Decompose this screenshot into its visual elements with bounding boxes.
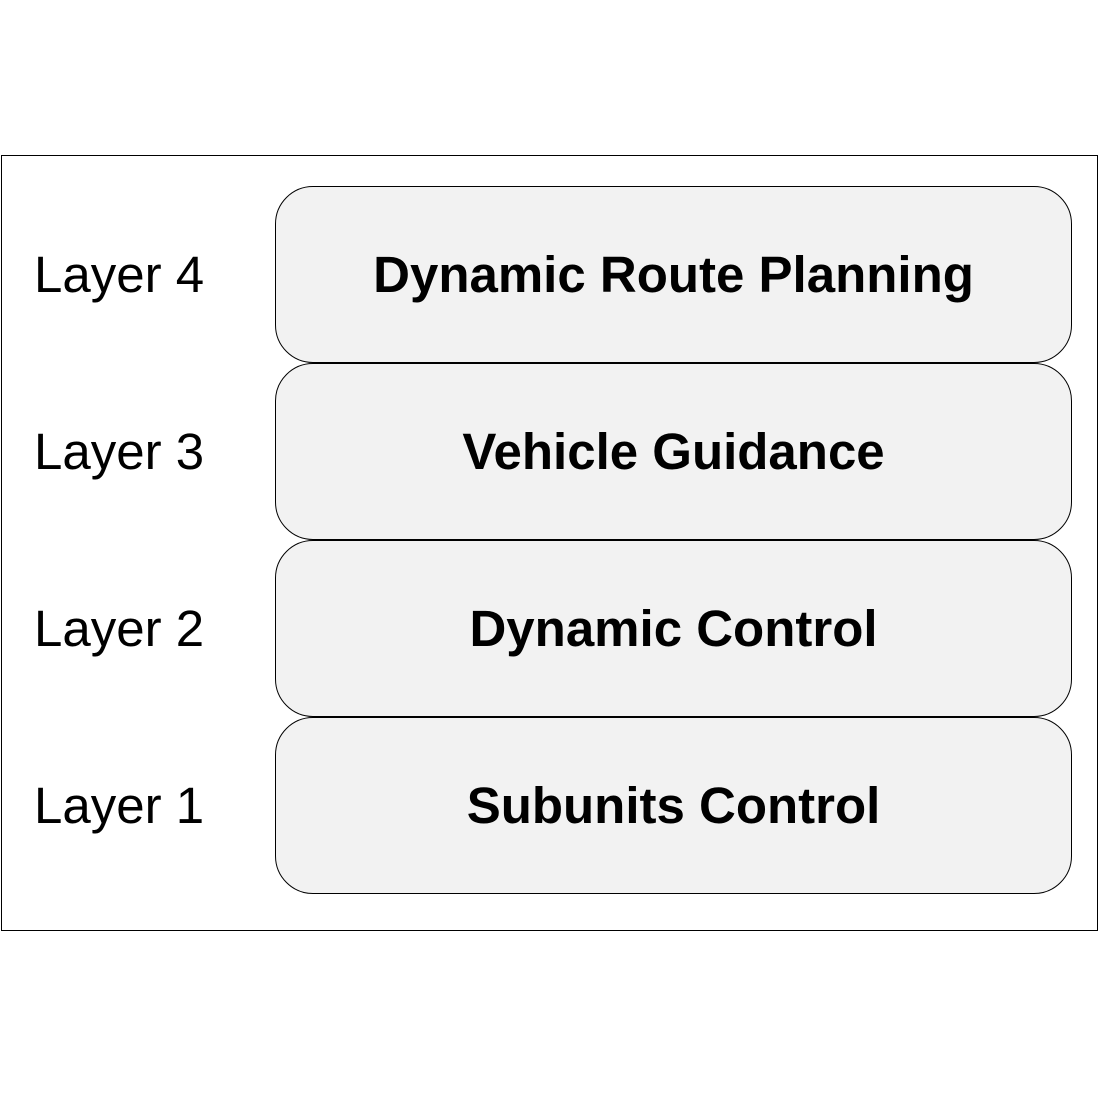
layer-box-dynamic-route-planning: Dynamic Route Planning bbox=[275, 186, 1072, 363]
layer-label: Layer 1 bbox=[34, 777, 205, 834]
layer-box-dynamic-control: Dynamic Control bbox=[275, 540, 1072, 717]
layer-label: Layer 4 bbox=[34, 246, 205, 303]
layer-name: Dynamic Route Planning bbox=[373, 246, 974, 303]
layer-row-4: Layer 4 Dynamic Route Planning bbox=[2, 186, 1097, 363]
layer-label: Layer 3 bbox=[34, 423, 205, 480]
layer-row-3: Layer 3 Vehicle Guidance bbox=[2, 363, 1097, 540]
layer-name: Subunits Control bbox=[466, 777, 881, 834]
layer-name: Vehicle Guidance bbox=[462, 423, 885, 480]
layer-box-subunits-control: Subunits Control bbox=[275, 717, 1072, 894]
layer-box-vehicle-guidance: Vehicle Guidance bbox=[275, 363, 1072, 540]
layer-row-1: Layer 1 Subunits Control bbox=[2, 717, 1097, 894]
layer-row-2: Layer 2 Dynamic Control bbox=[2, 540, 1097, 717]
layer-label: Layer 2 bbox=[34, 600, 205, 657]
diagram-frame: Layer 4 Dynamic Route Planning Layer 3 V… bbox=[1, 155, 1098, 931]
layer-name: Dynamic Control bbox=[469, 600, 878, 657]
